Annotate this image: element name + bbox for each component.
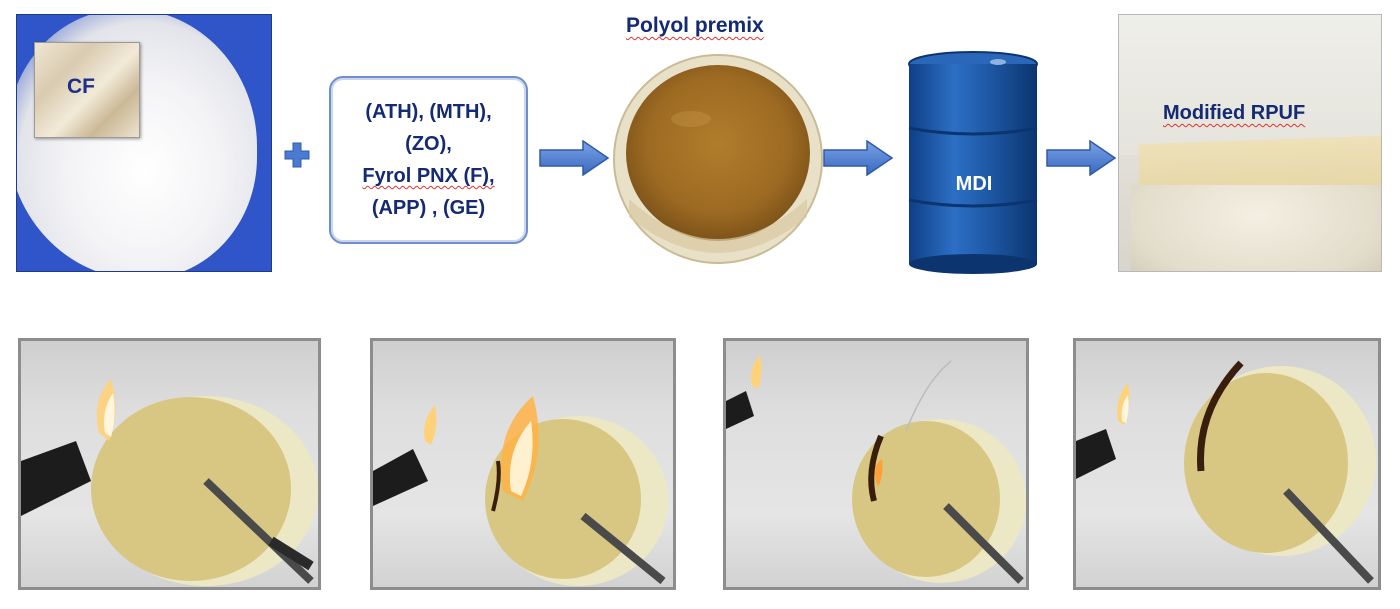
flame-test-photo-3 [723, 338, 1029, 590]
flame-test-photo-2 [370, 338, 676, 590]
cellulose-fiber-powder-photo: CF [16, 14, 272, 272]
foam-slab [1119, 15, 1381, 155]
arrow-right-icon [539, 140, 609, 176]
mdi-label: MDI [955, 173, 993, 195]
mdi-drum-photo [908, 51, 1038, 274]
arrow-right-icon [1046, 140, 1116, 176]
arrow-right-icon [823, 140, 893, 176]
additives-box: (ATH), (MTH), (ZO), Fyrol PNX (F), (APP)… [329, 76, 528, 244]
flame-test-photo-1 [18, 338, 321, 590]
modified-rpuf-photo: Modified RPUF [1118, 14, 1382, 272]
polyol-premix-title: Polyol premix [626, 14, 764, 37]
additives-line-4: (APP) , (GE) [371, 197, 486, 219]
additives-line-3: Fyrol PNX (F), [362, 165, 495, 187]
additives-line-2: (ZO), [405, 133, 452, 155]
modified-rpuf-label: Modified RPUF [1163, 102, 1306, 124]
foam-slab [1131, 185, 1381, 271]
flame-test-photo-4 [1073, 338, 1381, 590]
cf-label: CF [67, 75, 95, 98]
cf-inset-photo [34, 42, 140, 138]
plus-icon [284, 142, 310, 168]
polyol-premix-photo [613, 54, 823, 264]
additives-line-1: (ATH), (MTH), [365, 101, 492, 123]
